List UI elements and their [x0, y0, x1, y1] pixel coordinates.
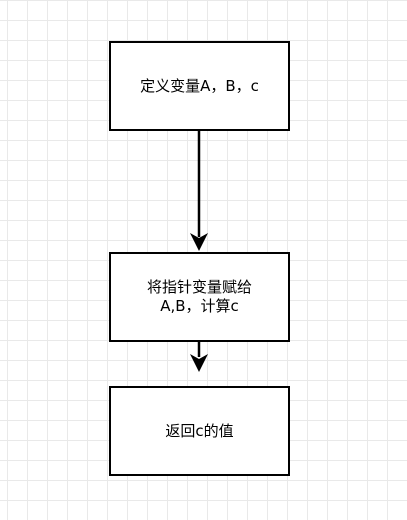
edge-n1-to-n2: [190, 131, 208, 251]
node-label: 定义变量A，B，c: [140, 76, 259, 95]
node-label: 返回c的值: [165, 421, 234, 440]
edge-n2-to-n3: [190, 342, 208, 372]
arrowhead-n1-n2: [190, 233, 208, 251]
node-label: 将指针变量赋给 A,B，计算c: [146, 278, 252, 315]
arrowhead-n2-n3: [190, 354, 208, 372]
process-node-assign-pointers[interactable]: 将指针变量赋给 A,B，计算c: [109, 252, 290, 342]
process-node-return-value[interactable]: 返回c的值: [109, 386, 290, 476]
process-node-define-variables[interactable]: 定义变量A，B，c: [109, 41, 290, 131]
